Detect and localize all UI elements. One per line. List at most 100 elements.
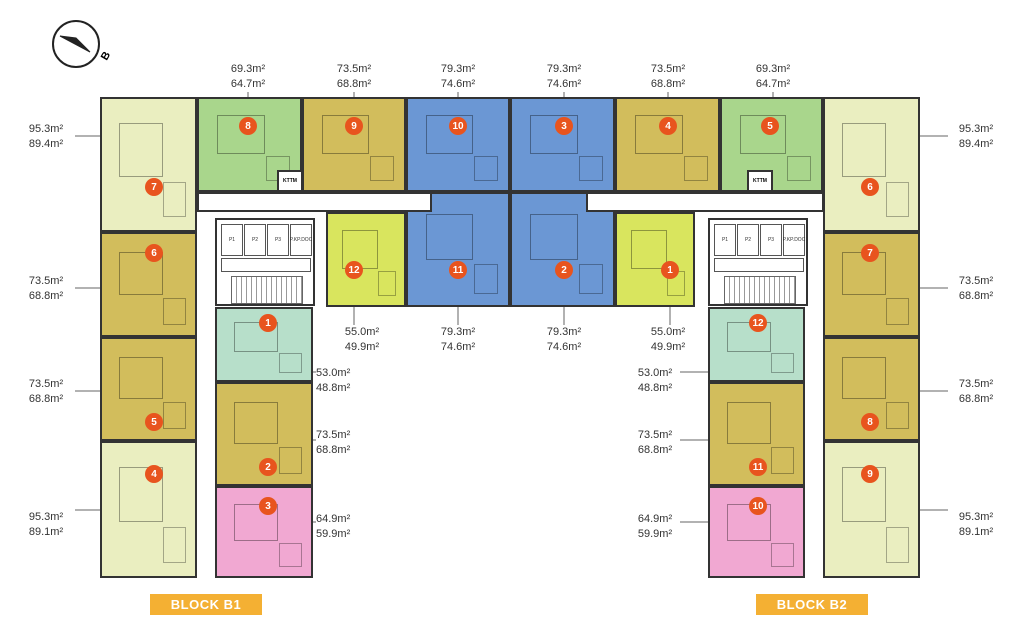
net-area: 68.8m² [28, 393, 64, 405]
area-label: 73.5m² 68.8m² [337, 62, 371, 92]
net-area: 64.7m² [230, 78, 266, 90]
kttm-box: KTTM [277, 170, 303, 192]
net-area: 74.6m² [440, 78, 476, 90]
compass: B [52, 20, 113, 68]
gross-area: 55.0m² [650, 326, 686, 338]
gross-area: 79.3m² [440, 326, 476, 338]
net-area: 89.4m² [28, 138, 64, 150]
gross-area: 73.5m² [958, 275, 994, 287]
core-room: P2 [737, 224, 759, 256]
net-area: 74.6m² [546, 341, 582, 353]
area-label: 79.3m² 74.6m² [547, 325, 581, 355]
unit-number-marker: 4 [659, 117, 677, 135]
gross-area: 73.5m² [650, 63, 686, 75]
unit-number-marker: 8 [239, 117, 257, 135]
block-b2-unit-9[interactable] [823, 441, 920, 578]
area-label: 69.3m² 64.7m² [756, 62, 790, 92]
unit-number-marker: 1 [661, 261, 679, 279]
unit-number-marker: 5 [761, 117, 779, 135]
block-b1-unit-12[interactable] [326, 212, 406, 307]
area-label: 95.3m² 89.4m² [29, 122, 63, 152]
gross-area: 73.5m² [637, 429, 673, 441]
core-room: P1 [221, 224, 243, 256]
unit-number-marker: 12 [345, 261, 363, 279]
net-area: 68.8m² [336, 78, 372, 90]
unit-number-marker: 8 [861, 413, 879, 431]
block-b2-unit-3[interactable] [510, 97, 615, 192]
net-area: 59.9m² [637, 528, 673, 540]
area-label: 53.0m² 48.8m² [638, 366, 672, 396]
area-label: 73.5m² 68.8m² [29, 274, 63, 304]
corridor [197, 192, 432, 212]
core-room: P2 [244, 224, 266, 256]
gross-area: 73.5m² [28, 275, 64, 287]
gross-area: 79.3m² [440, 63, 476, 75]
net-area: 74.6m² [440, 341, 476, 353]
unit-number-marker: 7 [861, 244, 879, 262]
net-area: 68.8m² [958, 290, 994, 302]
gross-area: 53.0m² [637, 367, 673, 379]
unit-number-marker: 9 [345, 117, 363, 135]
unit-number-marker: 10 [449, 117, 467, 135]
block-b2-unit-4[interactable] [615, 97, 720, 192]
gross-area: 73.5m² [336, 63, 372, 75]
net-area: 89.1m² [28, 526, 64, 538]
shaft [714, 258, 804, 272]
unit-number-marker: 4 [145, 465, 163, 483]
gross-area: 79.3m² [546, 326, 582, 338]
block-b1-unit-9[interactable] [302, 97, 406, 192]
area-label: 53.0m² 48.8m² [316, 366, 350, 396]
block-b1-unit-5[interactable] [100, 337, 197, 441]
net-area: 64.7m² [755, 78, 791, 90]
gross-area: 95.3m² [958, 123, 994, 135]
unit-number-marker: 3 [259, 497, 277, 515]
net-area: 74.6m² [546, 78, 582, 90]
block-b1-unit-7[interactable] [100, 97, 197, 232]
gross-area: 55.0m² [344, 326, 380, 338]
block-b2-unit-6[interactable] [823, 97, 920, 232]
core-room: P.KP.DOC [783, 224, 805, 256]
unit-number-marker: 11 [449, 261, 467, 279]
compass-needle-icon [59, 35, 91, 53]
gross-area: 69.3m² [755, 63, 791, 75]
net-area: 68.8m² [28, 290, 64, 302]
unit-number-marker: 2 [259, 458, 277, 476]
unit-number-marker: 9 [861, 465, 879, 483]
unit-number-marker: 5 [145, 413, 163, 431]
core-room: P1 [714, 224, 736, 256]
stairs [231, 276, 303, 304]
area-label: 79.3m² 74.6m² [441, 325, 475, 355]
gross-area: 53.0m² [316, 367, 351, 379]
block-b1-unit-10[interactable] [406, 97, 510, 192]
block-b2-unit-1[interactable] [615, 212, 695, 307]
shaft [221, 258, 311, 272]
unit-number-marker: 12 [749, 314, 767, 332]
gross-area: 73.5m² [316, 429, 351, 441]
unit-number-marker: 7 [145, 178, 163, 196]
block-b1-label: BLOCK B1 [150, 594, 262, 615]
unit-number-marker: 1 [259, 314, 277, 332]
net-area: 48.8m² [637, 382, 673, 394]
block-b1-unit-4[interactable] [100, 441, 197, 578]
net-area: 68.8m² [650, 78, 686, 90]
net-area: 59.9m² [316, 528, 351, 540]
gross-area: 95.3m² [28, 123, 64, 135]
corridor [586, 192, 824, 212]
unit-number-marker: 10 [749, 497, 767, 515]
net-area: 48.8m² [316, 382, 351, 394]
gross-area: 95.3m² [958, 511, 994, 523]
area-label: 73.5m² 68.8m² [959, 274, 993, 304]
net-area: 68.8m² [637, 444, 673, 456]
net-area: 49.9m² [650, 341, 686, 353]
